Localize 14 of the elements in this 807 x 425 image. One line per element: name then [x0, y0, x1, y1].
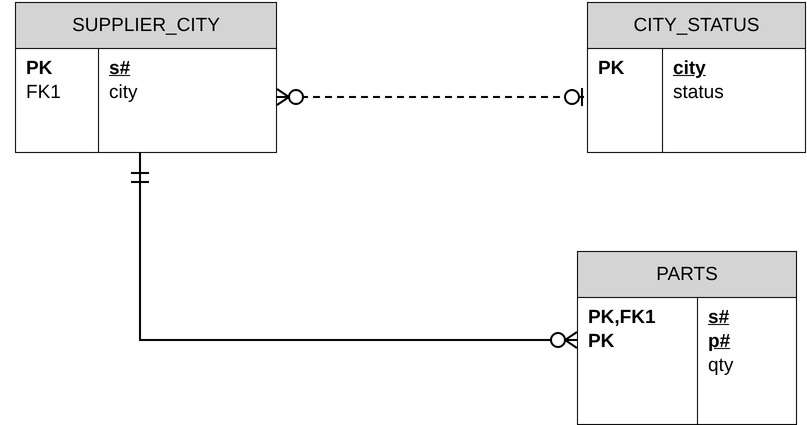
relationship-line — [276, 87, 587, 107]
entity-table — [15, 2, 277, 153]
attribute-list: city status — [673, 57, 724, 105]
attribute-list: s# city — [109, 57, 138, 105]
table-header: PARTS — [578, 252, 796, 298]
entity-table — [587, 2, 806, 153]
table-header: CITY_STATUS — [588, 3, 805, 49]
entity-table — [577, 251, 797, 425]
attribute-list: s# p# qty — [708, 306, 734, 378]
relationship-line — [130, 153, 578, 349]
key-list: PK FK1 — [26, 57, 61, 105]
table-header: SUPPLIER_CITY — [16, 3, 276, 49]
key-list: PK — [598, 57, 624, 81]
key-list: PK,FK1 PK — [588, 306, 656, 354]
